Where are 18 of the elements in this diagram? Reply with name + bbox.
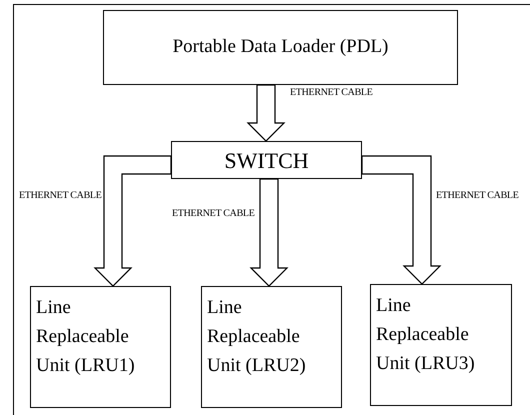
edge-label: ETHERNET CABLE <box>290 87 373 99</box>
block-arrow <box>94 155 172 287</box>
edge-label: ETHERNET CABLE <box>172 208 255 220</box>
block-arrow <box>361 155 442 285</box>
node-label: Line Replaceable Unit (LRU3) <box>376 294 476 376</box>
node-label: Line Replaceable Unit (LRU1) <box>36 296 136 378</box>
edge-label: ETHERNET CABLE <box>19 190 102 202</box>
process-box <box>30 286 171 408</box>
block-arrow <box>246 84 286 142</box>
node-label: SWITCH <box>224 146 309 174</box>
process-box <box>171 141 362 179</box>
node-label: Portable Data Loader (PDL) <box>172 35 388 60</box>
process-box <box>201 286 342 408</box>
node-label: Line Replaceable Unit (LRU2) <box>207 296 307 378</box>
block-arrow <box>250 178 288 287</box>
process-box <box>370 284 512 406</box>
edge-label: ETHERNET CABLE <box>436 190 519 202</box>
process-box <box>103 10 458 85</box>
